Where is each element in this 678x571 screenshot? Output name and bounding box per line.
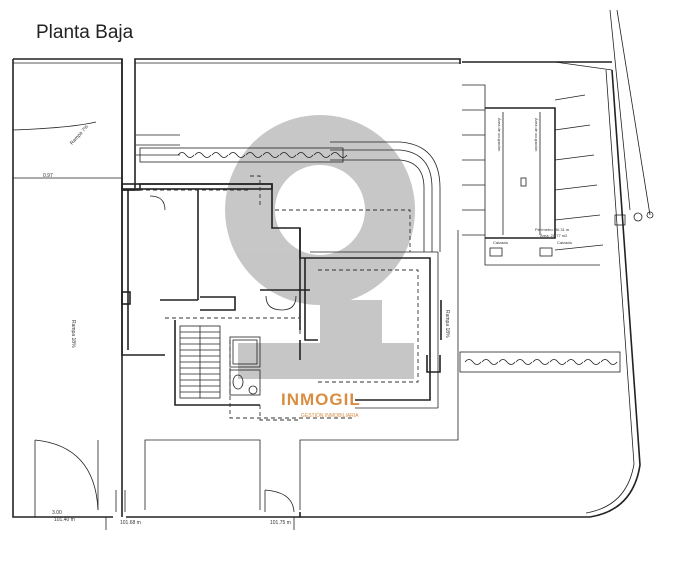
level-label-1: 101.40 m bbox=[54, 517, 75, 523]
brand-watermark: INMOGIL GESTIÓN INMOBILIARIA bbox=[281, 390, 361, 419]
shrub-mark bbox=[481, 359, 499, 365]
shrub-mark bbox=[600, 359, 618, 365]
plan-title: Planta Baja bbox=[36, 22, 134, 43]
planters bbox=[136, 134, 621, 373]
level-label-2: 101.68 m bbox=[120, 520, 141, 526]
bathroom bbox=[229, 336, 261, 396]
garage-block bbox=[462, 84, 654, 266]
dashed-outlines bbox=[134, 175, 419, 421]
dimension-label: 0.97 bbox=[43, 173, 53, 179]
staircase bbox=[179, 325, 221, 399]
building-walls bbox=[121, 183, 442, 409]
area-label: Área: 20,77 m2 bbox=[540, 233, 568, 238]
brand-logo: INMOGIL bbox=[281, 390, 361, 409]
level-label-3: 101.75 m bbox=[270, 520, 291, 526]
level-markers bbox=[105, 517, 295, 530]
shrub-mark bbox=[566, 359, 584, 365]
perimeter-label: Perímetro: 30.31 m bbox=[535, 227, 570, 232]
site-boundary bbox=[12, 9, 651, 518]
bottom-level-label: 3.00 bbox=[52, 510, 62, 516]
shrub-mark bbox=[313, 152, 331, 158]
shrub-mark bbox=[498, 359, 516, 365]
rampa-top-label: Rampa 7% bbox=[69, 124, 90, 147]
door-swings bbox=[12, 121, 297, 517]
shrub-mark bbox=[464, 359, 482, 365]
shrub-mark bbox=[583, 359, 601, 365]
shrub-mark bbox=[245, 152, 263, 158]
shrub-mark bbox=[228, 152, 246, 158]
shrub-mark bbox=[515, 359, 533, 365]
shrub-mark bbox=[262, 152, 280, 158]
lower-partitions bbox=[115, 230, 459, 512]
brand-tagline: GESTIÓN INMOBILIARIA bbox=[301, 412, 359, 419]
shrub-mark bbox=[279, 152, 297, 158]
shrub-mark bbox=[330, 152, 348, 158]
garage-label-a: Área de ocupación bbox=[497, 118, 502, 151]
rampa-vertical-label: Rampa 18% bbox=[444, 310, 450, 338]
shrub-mark bbox=[194, 152, 212, 158]
garage-label-b: Área de ocupación bbox=[534, 118, 539, 151]
shrub-mark bbox=[549, 359, 567, 365]
rampa-side-label: Rampa 18% bbox=[70, 320, 76, 348]
shrub-mark bbox=[532, 359, 550, 365]
shrub-mark bbox=[177, 152, 195, 158]
road-label-2: Calzada bbox=[557, 240, 572, 245]
shrub-mark bbox=[296, 152, 314, 158]
shrub-mark bbox=[211, 152, 229, 158]
road-label-1: Calzada bbox=[493, 240, 508, 245]
